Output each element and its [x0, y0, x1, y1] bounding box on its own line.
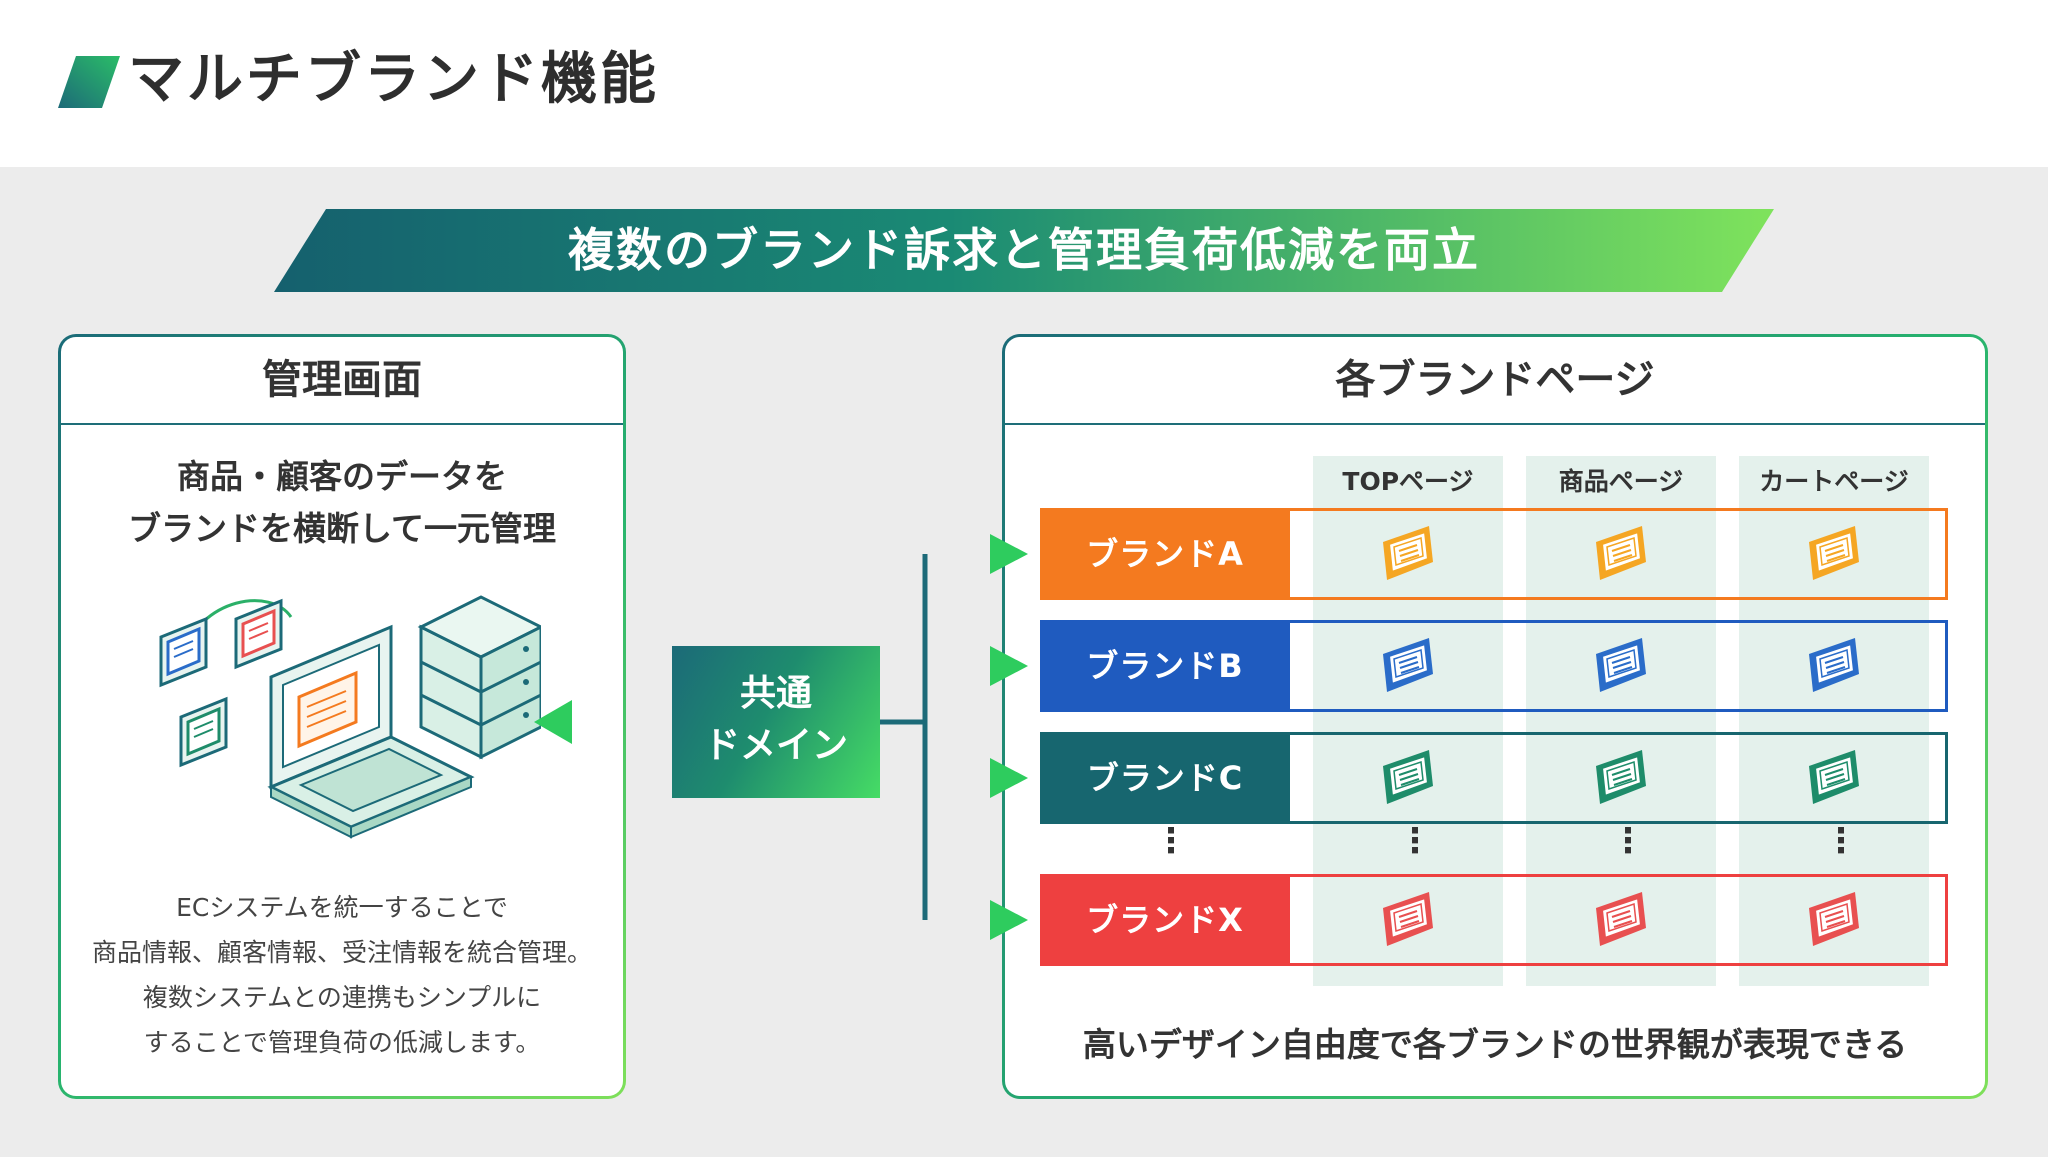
brand-label-b: ブランドB: [1040, 620, 1290, 712]
common-domain-box: 共通 ドメイン: [672, 646, 880, 798]
admin-panel: 管理画面 商品・顧客のデータを ブランドを横断して一元管理: [58, 334, 626, 1099]
column-header-top: TOPページ: [1342, 467, 1474, 496]
page-screen-icon: [1383, 750, 1433, 804]
column-header-cart: カートページ: [1759, 467, 1909, 496]
admin-panel-title: 管理画面: [61, 337, 623, 425]
admin-desc-line3: 複数システムとの連携もシンプルに: [142, 983, 542, 1012]
ellipsis-icon: ⋮: [1398, 821, 1432, 861]
page-screen-icon: [1809, 750, 1859, 804]
ellipsis-icon: ⋮: [1154, 821, 1188, 861]
page-screen-icon: [1383, 638, 1433, 692]
page-screen-icon: [1809, 526, 1859, 580]
admin-desc-line4: することで管理負荷の低減します。: [143, 1028, 541, 1057]
monitor-red-icon: [234, 598, 283, 670]
brand-label-x: ブランドX: [1040, 874, 1290, 966]
page-screen-icon: [1596, 750, 1646, 804]
page-screen-icon: [1383, 526, 1433, 580]
page-screen-icon: [1809, 638, 1859, 692]
page-title: マルチブランド機能: [128, 47, 659, 112]
brand-pages-footer: 高いデザイン自由度で各ブランドの世界観が表現できる: [1082, 1025, 1908, 1064]
banner-text: 複数のブランド訴求と管理負荷低減を両立: [568, 223, 1480, 277]
admin-panel-lead: 商品・顧客のデータを ブランドを横断して一元管理: [61, 451, 623, 555]
ellipsis-icon: ⋮: [1611, 821, 1645, 861]
page-screen-icon: [1596, 526, 1646, 580]
admin-desc-line2: 商品情報、顧客情報、受注情報を統合管理。: [91, 938, 592, 967]
header: マルチブランド機能: [0, 0, 2048, 167]
monitor-blue-icon: [159, 616, 208, 688]
brand-label-a: ブランドA: [1040, 508, 1290, 600]
column-header-product: 商品ページ: [1558, 467, 1684, 496]
ellipsis-icon: ⋮: [1824, 821, 1858, 861]
laptop-icon: [267, 624, 475, 839]
server-icon: [417, 595, 541, 760]
admin-system-illustration: [159, 595, 541, 839]
title-accent-icon: [58, 56, 120, 108]
page-screen-icon: [1383, 892, 1433, 946]
admin-lead-line1: 商品・顧客のデータを: [177, 457, 507, 496]
page-screen-icon: [1809, 892, 1859, 946]
page-screen-icon: [1596, 892, 1646, 946]
admin-panel-description: ECシステムを統一することで 商品情報、顧客情報、受注情報を統合管理。 複数シス…: [61, 885, 623, 1065]
admin-lead-line2: ブランドを横断して一元管理: [127, 509, 556, 548]
banner-shape: [274, 209, 1774, 292]
admin-desc-line1: ECシステムを統一することで: [176, 893, 508, 922]
domain-line1: 共通: [739, 673, 812, 714]
brand-pages-title: 各ブランドページ: [1005, 337, 1985, 425]
monitor-green-icon: [179, 696, 228, 768]
page-screen-icon: [1596, 638, 1646, 692]
brand-label-c: ブランドC: [1040, 732, 1290, 824]
domain-line2: ドメイン: [703, 725, 848, 766]
